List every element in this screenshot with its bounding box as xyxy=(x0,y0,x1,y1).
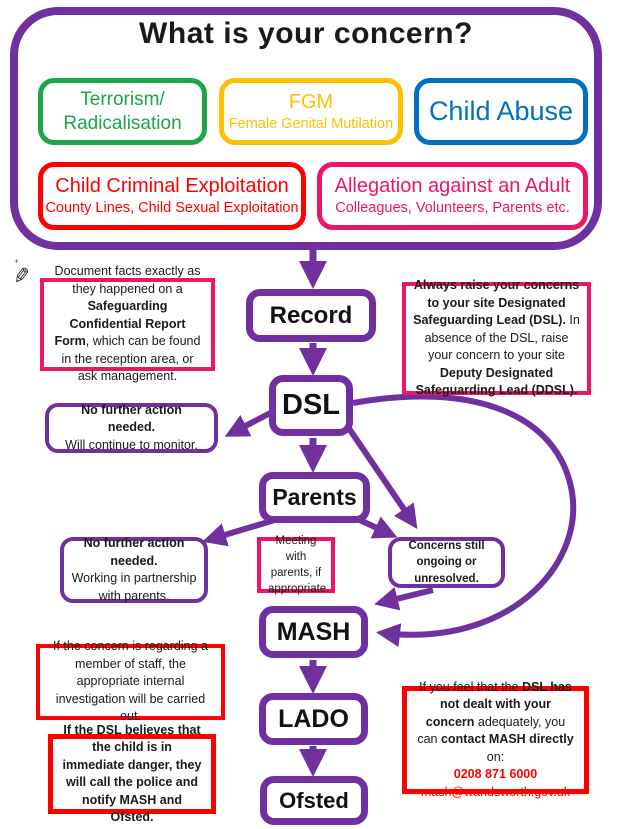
pen-star-icon: ⁺ xyxy=(14,258,20,269)
concern-allegation-adult: Allegation against an Adult Colleagues, … xyxy=(317,162,588,230)
concern-terrorism-line1: Terrorism/ xyxy=(80,88,165,110)
node-record: Record xyxy=(246,289,376,342)
node-parents: Parents xyxy=(259,472,370,523)
concern-fgm: FGM Female Genital Mutilation xyxy=(219,78,403,145)
note-mash-contact-text: If you feel that the xyxy=(419,679,523,694)
concern-cce-title: Child Criminal Exploitation xyxy=(55,175,289,198)
concern-child-criminal-exploitation: Child Criminal Exploitation County Lines… xyxy=(38,162,306,230)
node-ofsted: Ofsted xyxy=(260,776,368,825)
arrow-dsl-curve-to-mash xyxy=(352,393,577,648)
note-raise-to-dsl: Always raise your concerns to your site … xyxy=(402,278,591,397)
note-no-action-monitor: No further action needed. Will continue … xyxy=(45,403,218,453)
node-dsl: DSL xyxy=(269,375,353,436)
concern-cce-subtitle: County Lines, Child Sexual Exploitation xyxy=(45,200,299,217)
note-mash-contact: If you feel that the DSL has not dealt w… xyxy=(402,680,589,799)
note-immediate-danger: If the DSL believes that the child is in… xyxy=(48,723,216,824)
note-concerns-ongoing: Concerns still ongoing or unresolved. xyxy=(388,537,505,588)
concern-child-abuse: Child Abuse xyxy=(414,78,588,145)
concern-terrorism-line2: Radicalisation xyxy=(63,112,182,134)
concern-child-abuse-title: Child Abuse xyxy=(428,95,574,126)
note-no-action-partnership: No further action needed. Working in par… xyxy=(60,536,208,603)
concern-allegation-subtitle: Colleagues, Volunteers, Parents etc. xyxy=(335,200,570,217)
concern-fgm-subtitle: Female Genital Mutilation xyxy=(228,115,394,132)
concern-allegation-title: Allegation against an Adult xyxy=(334,175,571,198)
node-mash: MASH xyxy=(259,606,368,658)
concern-terrorism: Terrorism/ Radicalisation xyxy=(38,78,207,145)
mash-phone: 0208 871 6000 xyxy=(453,767,538,782)
page-title: What is your concern? xyxy=(139,17,473,50)
pen-icon: ✎ xyxy=(11,263,33,290)
note-raise-to-dsl-text: Always raise your concerns to your site … xyxy=(413,278,580,328)
note-meeting-parents: Meeting with parents, if appropriate. xyxy=(257,535,335,595)
note-staff-investigation: If the concern is regarding a member of … xyxy=(36,639,225,723)
concern-fgm-title: FGM xyxy=(288,90,334,113)
mash-email: mash@wandsworth.gov.uk xyxy=(420,784,571,799)
note-record-form: Document facts exactly as they happened … xyxy=(40,264,215,383)
note-record-form-text: Document facts exactly as they happened … xyxy=(54,264,201,296)
node-lado: LADO xyxy=(259,693,368,745)
arrow-ongoing-to-mash xyxy=(374,587,434,611)
